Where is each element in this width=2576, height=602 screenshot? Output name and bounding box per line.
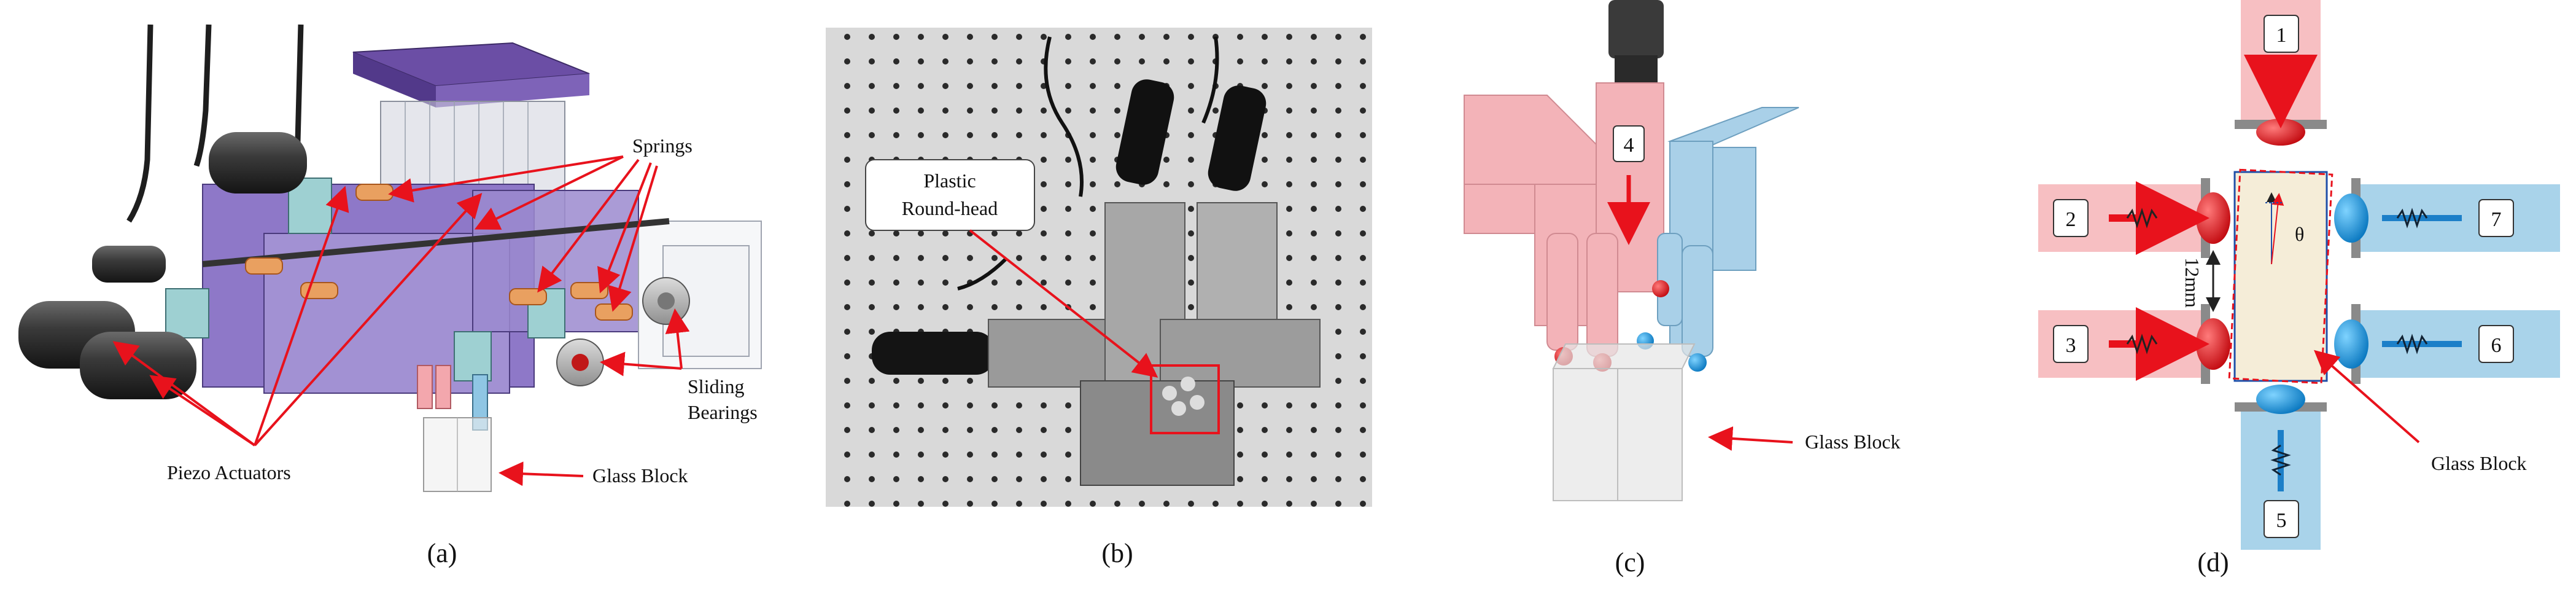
label-sliding: Sliding (688, 375, 744, 397)
dimension-12mm: 12mm (2181, 257, 2203, 308)
actuator-label-1: 1 (2276, 24, 2287, 47)
glass-block-c (1552, 343, 1696, 501)
panel-c: 4 Glass Block (c) (1464, 0, 1901, 577)
label-glass-block-a: Glass Block (592, 464, 688, 487)
actuator-label-5: 5 (2276, 509, 2287, 532)
actuator-number-boxes (2053, 15, 2514, 538)
caption-b: (b) (1101, 538, 1133, 568)
callout-line1: Plastic (923, 170, 976, 192)
label-glass-block-c: Glass Block (1805, 431, 1901, 453)
label-glass-block-d: Glass Block (2431, 452, 2527, 474)
pink-arm (1464, 82, 1664, 357)
caption-c: (c) (1615, 547, 1645, 577)
panel-a: Springs Sliding Bearings Piezo Actuators… (18, 24, 762, 568)
caption-d: (d) (2197, 547, 2229, 577)
angle-theta: θ (2295, 223, 2304, 245)
teal-blocks (165, 178, 565, 381)
blue-arm (1657, 107, 1799, 357)
label-bearings: Bearings (688, 401, 758, 423)
glass-block-d (2228, 168, 2334, 385)
label-piezo-actuators: Piezo Actuators (167, 461, 291, 483)
callout-box (865, 159, 1035, 231)
callout-line2: Round-head (902, 197, 998, 219)
actuator-4-label: 4 (1624, 134, 1634, 157)
actuator-label-3: 3 (2066, 334, 2076, 357)
actuator-label-2: 2 (2066, 208, 2076, 231)
actuator-7 (2334, 178, 2560, 258)
caption-a: (a) (427, 538, 457, 568)
label-springs: Springs (632, 135, 692, 157)
actuator-6 (2334, 304, 2560, 384)
actuator-label-7: 7 (2491, 208, 2502, 231)
frame-right (638, 221, 762, 369)
annotation-arrows-a (112, 155, 690, 487)
actuator-label-6: 6 (2491, 334, 2502, 357)
panel-b: Plastic Round-head (b) (826, 28, 1372, 568)
panel-d: θ 12mm 1 2 3 5 6 7 Glass Block (d) (2038, 0, 2560, 577)
actuator-2 (2038, 178, 2230, 258)
